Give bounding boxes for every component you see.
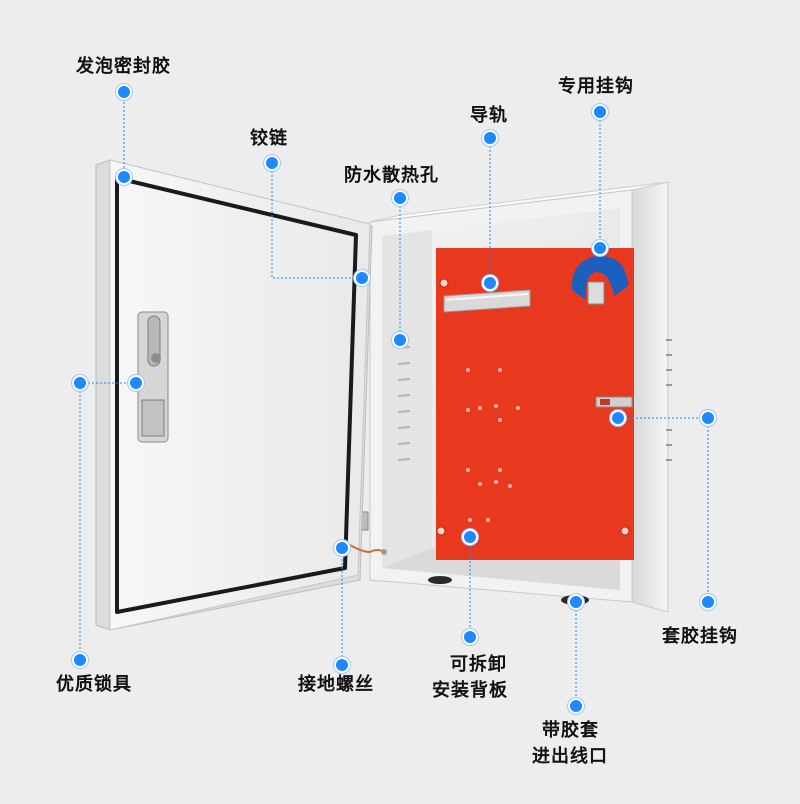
callout-lines [79, 90, 709, 704]
label-special-hook: 专用挂钩 [558, 76, 634, 97]
din-rail [443, 289, 531, 313]
label-foam-seal: 发泡密封胶 [76, 56, 171, 77]
callout-dot-hinge-target [354, 270, 370, 286]
label-backplate-line2: 安装背板 [432, 680, 508, 701]
label-backplate-line1: 可拆卸 [450, 654, 507, 675]
callout-dot-vent-holes-target [392, 332, 408, 348]
callout-dot-lock-left [72, 375, 88, 391]
backplate [436, 248, 634, 560]
callout-dot-rubber-sleeve-label [568, 698, 584, 714]
sleeve-hook [595, 396, 633, 408]
callout-dot-rubber-sleeve [568, 594, 584, 610]
lock [137, 311, 169, 443]
label-rail: 导轨 [470, 105, 508, 126]
door [95, 159, 373, 631]
callout-dot-sleeve-hook-right [700, 410, 716, 426]
callout-dot-hinge [264, 155, 280, 171]
callout-dot-rail [482, 130, 498, 146]
label-hinge: 铰链 [250, 128, 288, 149]
callout-dot-backplate-label [462, 629, 478, 645]
side-vent-holes [666, 339, 672, 461]
callout-dot-special-hook-target [592, 240, 608, 256]
callout-dot-lock [72, 652, 88, 668]
vent-holes [397, 346, 411, 461]
special-hook [571, 255, 628, 305]
callout-dot-foam-seal [116, 84, 132, 100]
callout-dot-sleeve-hook [610, 410, 626, 426]
label-sleeve-hook: 套胶挂钩 [662, 626, 738, 647]
callout-dot-sleeve-hook-label [700, 594, 716, 610]
label-vent-holes: 防水散热孔 [344, 165, 439, 186]
label-ground-screw: 接地螺丝 [298, 674, 374, 695]
callout-dot-ground-screw-label [334, 657, 350, 673]
callout-dot-vent-holes [392, 190, 408, 206]
label-rubber-sleeve-line1: 带胶套 [542, 720, 599, 741]
callout-dot-backplate [462, 529, 478, 545]
callout-dot-special-hook [592, 104, 608, 120]
callout-dot-foam-seal-target [116, 169, 132, 185]
callout-dot-rail-target [482, 275, 498, 291]
callout-dot-ground-screw [334, 540, 350, 556]
callout-dot-lock-target [128, 375, 144, 391]
label-lock: 优质锁具 [56, 674, 132, 695]
label-rubber-sleeve-line2: 进出线口 [532, 746, 608, 767]
